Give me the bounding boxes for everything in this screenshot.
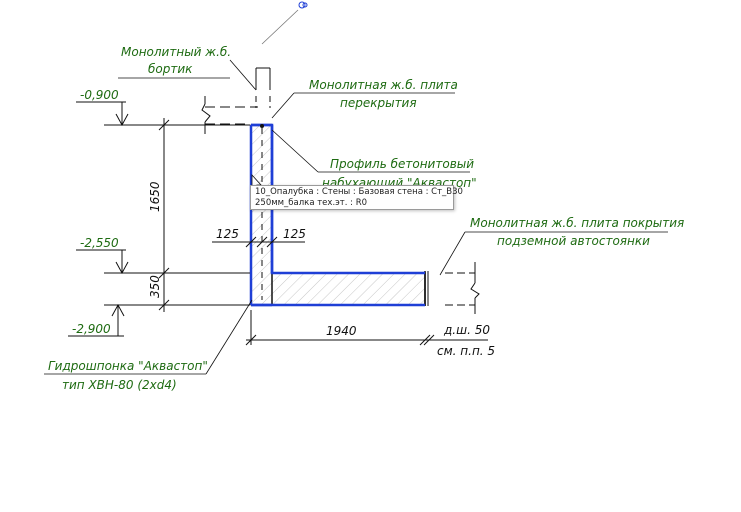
label-slab-top-2: перекрытия (340, 96, 417, 110)
dim-height-upper: 1650 (148, 181, 162, 212)
dim-note-line1: д.ш. 50 (443, 323, 490, 337)
dim-note-line2: см. п.п. 5 (437, 344, 495, 358)
elevation-mark-mid (76, 249, 250, 275)
leader-bortik (118, 59, 257, 91)
element-tooltip: 10_Опалубка : Стены : Базовая стена : Ст… (250, 185, 463, 210)
elevation-top-text: -0,900 (80, 88, 119, 102)
selection-grip-icon[interactable] (298, 1, 308, 9)
label-bortik-2: бортик (148, 62, 193, 76)
vertical-dimension (158, 118, 170, 312)
dim-right-width: 125 (283, 227, 306, 241)
label-waterstop-2: тип ХВН-80 (2хd4) (62, 378, 177, 392)
leader-slab-top (271, 92, 455, 119)
slab-end-break (424, 262, 480, 314)
wall-grip-icon[interactable] (260, 124, 264, 128)
elevation-mid-text: -2,550 (80, 236, 119, 250)
bortik-outline (255, 67, 271, 108)
tooltip-line2: 250мм_балка тех.эт. : R0 (255, 198, 368, 208)
elevation-mark-top (76, 101, 250, 127)
cover-slab-section[interactable] (271, 272, 426, 306)
leader-waterstop (44, 299, 253, 375)
elevation-mark-bottom (68, 303, 250, 337)
slab-length-dimension (245, 310, 488, 346)
leader-slab-cover (439, 231, 668, 276)
tooltip-line1: 10_Опалубка : Стены : Базовая стена : Ст… (255, 187, 463, 197)
label-slab-cover-1: Монолитная ж.б. плита покрытия (470, 216, 684, 230)
dim-slab-length: 1940 (326, 324, 357, 338)
label-profile-1: Профиль бетонитовый (330, 157, 474, 171)
label-slab-cover-2: подземной автостоянки (497, 234, 650, 248)
upper-slab-dashed (201, 96, 258, 134)
leader-top-diagonal (261, 9, 299, 45)
elevation-bottom-text: -2,900 (72, 322, 111, 336)
dim-left-width: 125 (216, 227, 239, 241)
label-waterstop-1: Гидрошпонка "Аквастоп" (48, 359, 208, 373)
label-bortik-1: Монолитный ж.б. (121, 45, 231, 59)
dim-height-lower: 350 (148, 275, 162, 298)
leader-profile (271, 129, 470, 173)
wall-width-dimension (212, 236, 305, 248)
label-slab-top-1: Монолитная ж.б. плита (309, 78, 458, 92)
